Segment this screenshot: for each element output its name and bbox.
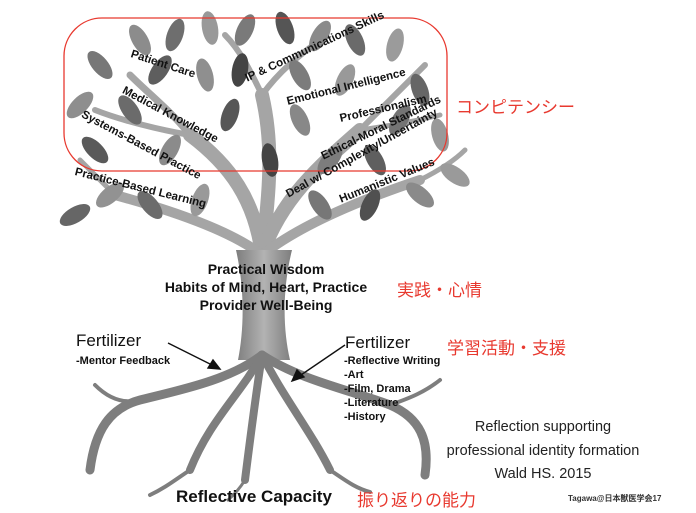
label-learning-jp: 学習活動・支援 [447,339,566,359]
fertilizer-left-item: -Mentor Feedback [76,355,171,367]
competency-outline [63,17,448,172]
label-competency-jp: コンピテンシー [456,98,575,118]
caption-line-3: Wald HS. 2015 [494,466,592,482]
fertilizer-right-item-2: -Art [344,369,364,381]
trunk-line-1: Practical Wisdom [207,261,325,277]
leaves [59,11,470,226]
trunk-line-2: Habits of Mind, Heart, Practice [164,279,368,295]
caption-line-2: professional identity formation [446,443,640,459]
roots [85,350,442,502]
trunk-line-3: Provider Well-Being [199,297,333,313]
fertilizer-left-title: Fertilizer [76,331,142,350]
fertilizer-right-item-3: -Film, Drama [344,383,411,395]
fertilizer-right-item-5: -History [344,411,386,423]
credit: Tagawa@日本獣医学会17 [568,494,662,503]
tree-trunk [236,250,292,360]
fertilizer-right-item-1: -Reflective Writing [344,355,441,367]
caption-line-1: Reflection supporting [474,419,612,435]
fertilizer-arrows [167,342,346,383]
label-reflective-jp: 振り返りの能力 [357,491,476,511]
fertilizer-right-title: Fertilizer [345,333,411,352]
fertilizer-right-item-4: -Literature [344,397,399,409]
label-practice-jp: 実践・心情 [397,281,482,301]
roots-title: Reflective Capacity [176,487,332,506]
